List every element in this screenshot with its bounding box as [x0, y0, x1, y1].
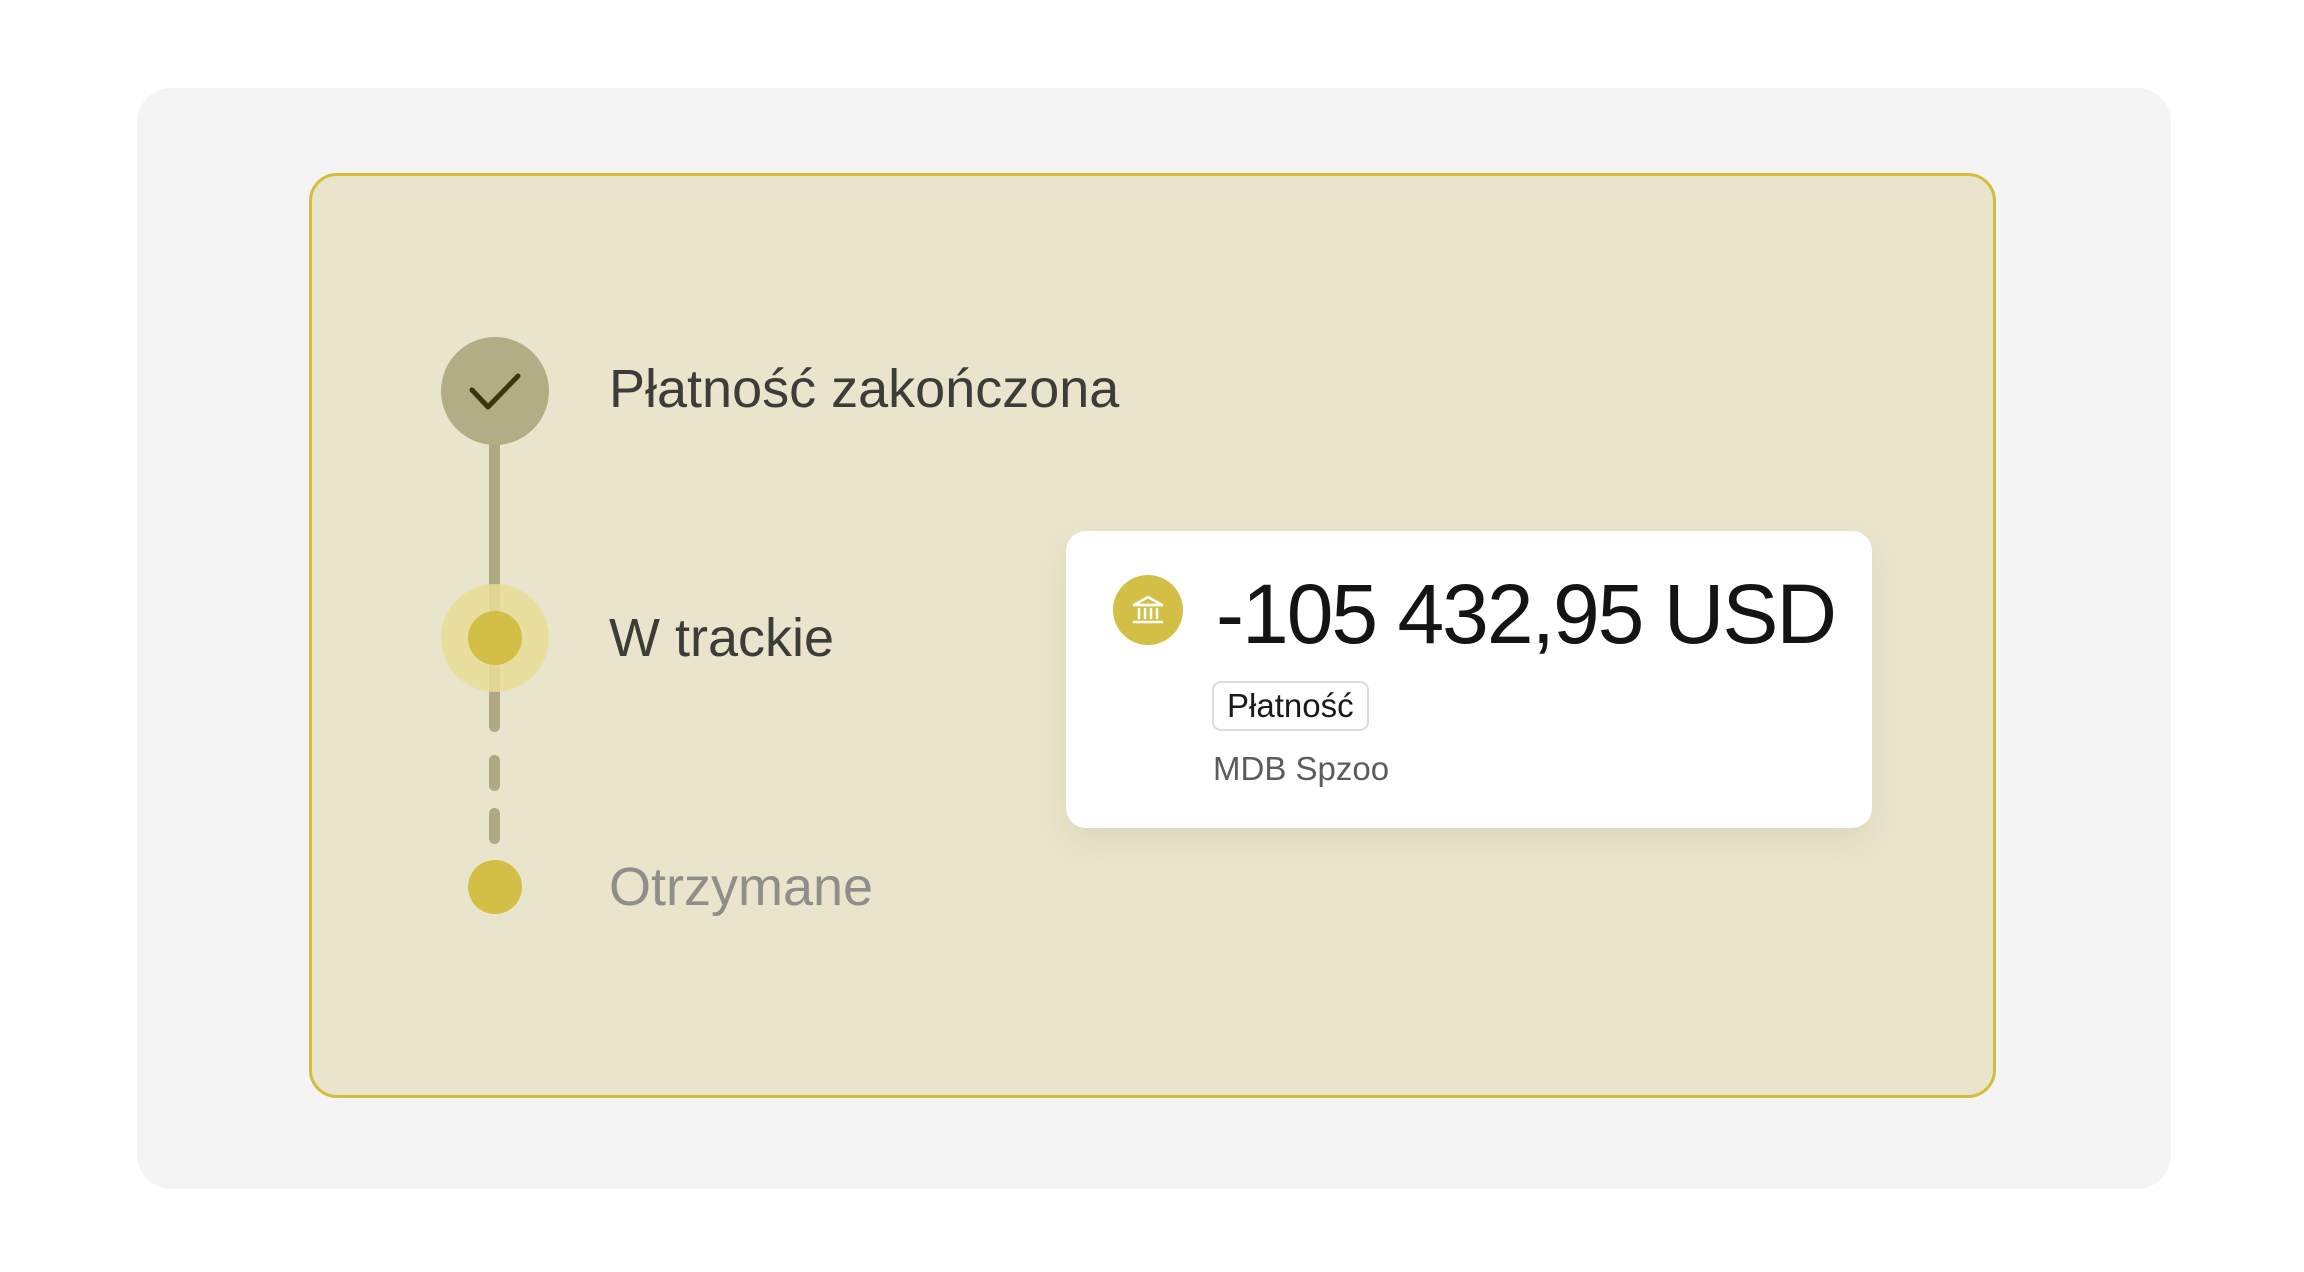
transaction-type-tag: Płatność — [1212, 681, 1369, 731]
timeline-line-dash — [489, 755, 500, 791]
bank-icon-badge — [1113, 575, 1183, 645]
transaction-counterparty: MDB Spzoo — [1213, 750, 1390, 787]
transaction-card — [1066, 531, 1872, 828]
timeline-line-completed — [489, 430, 500, 732]
step-label-in-progress: W trackie — [609, 608, 835, 668]
step-done-marker — [441, 337, 549, 445]
step-progress-marker — [468, 611, 522, 665]
step-pending-marker — [468, 860, 522, 914]
timeline-line-dash — [489, 808, 500, 844]
bank-icon — [1132, 595, 1164, 624]
step-label-pending: Otrzymane — [609, 857, 874, 917]
step-label-completed: Płatność zakończona — [609, 359, 1120, 419]
transaction-amount: -105 432,95 USD — [1216, 567, 1837, 661]
check-icon — [469, 373, 521, 410]
